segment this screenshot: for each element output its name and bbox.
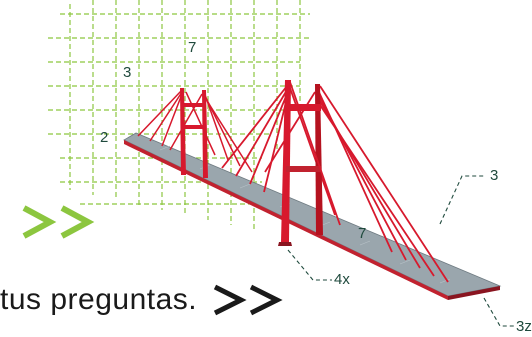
tower-leader-label: 4x <box>334 271 350 288</box>
corner-leader-label: 3z <box>516 318 532 335</box>
near-tower <box>278 80 323 246</box>
caption-text: tus preguntas. <box>0 283 198 316</box>
leader-lines <box>287 175 514 327</box>
right-leader-label: 3 <box>490 167 498 184</box>
double-chevron-right-icon <box>214 284 283 316</box>
right-span-cables <box>289 81 449 283</box>
caption-line: tus preguntas. <box>0 272 285 328</box>
grid-label-left-lower: 2 <box>100 129 108 146</box>
double-chevron-right-icon <box>22 205 95 239</box>
grid-label-left-upper: 3 <box>123 64 131 81</box>
deck-label-mid: 7 <box>358 225 366 242</box>
near-tower-cables <box>221 85 435 277</box>
far-tower-cables <box>137 89 253 173</box>
grid-label-top: 7 <box>188 39 196 56</box>
